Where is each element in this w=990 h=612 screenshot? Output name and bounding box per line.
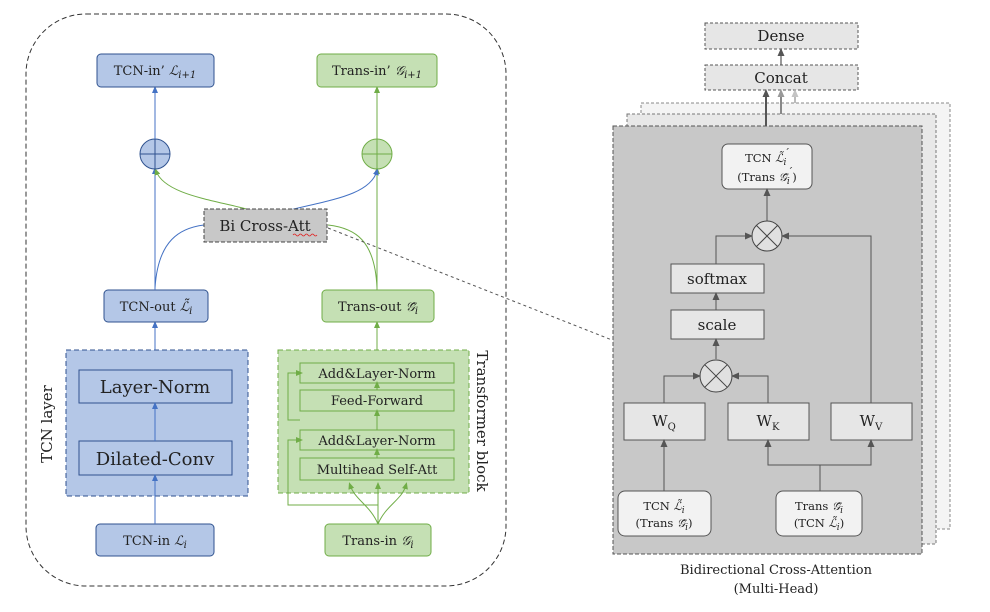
tcn-in-label: TCN-in ℒi (123, 534, 187, 551)
trans-in-label: Trans-in 𝒢i (342, 534, 413, 551)
trans-add-icon (361, 138, 393, 170)
left-panel-frame (25, 13, 507, 587)
input-left-line1: TCN ℒ̃i (643, 499, 684, 516)
qk-multiply-icon (699, 359, 733, 393)
arrow-bicross-to-trans-add (289, 168, 379, 211)
input-left-box (617, 490, 712, 537)
trans-out-label: Trans-out 𝒢̃i (338, 300, 418, 317)
concat-box (704, 64, 859, 91)
tcn-in-prime-label: TCN-in’ ℒi+1 (114, 64, 197, 81)
layer-norm-label: Layer-Norm (100, 377, 210, 398)
tcn-in-prime-box (96, 53, 215, 88)
zoom-connector-line (327, 227, 613, 341)
arrow-wv-to-mult (781, 232, 872, 403)
wq-box (623, 402, 706, 441)
attention-panel (612, 125, 923, 555)
link-tcn-out-to-bicross (154, 224, 205, 289)
arrow-trans-in-right (377, 482, 408, 525)
weighted-sum-multiply-icon (751, 220, 783, 252)
trans-in-box (324, 523, 432, 557)
caption-line2: (Multi-Head) (734, 582, 819, 597)
dense-box (704, 22, 859, 50)
wv-label: WV (860, 412, 883, 433)
feed-forward-label: Feed-Forward (331, 394, 423, 409)
layer-norm-box (78, 369, 233, 404)
add-layer-norm-top-label: Add&Layer-Norm (317, 367, 435, 382)
softmax-box (670, 263, 765, 294)
arrow-input-right-to-wk (764, 439, 821, 491)
multihead-self-att-label: Multihead Self-Att (317, 463, 438, 478)
attention-output-line1: TCN ℒ̃i′ (745, 146, 789, 168)
scale-box (670, 309, 765, 340)
dense-label: Dense (757, 27, 804, 45)
trans-in-prime-label: Trans-in’ 𝒢i+1 (332, 64, 422, 81)
tcn-out-box (103, 289, 209, 323)
caption-line1: Bidirectional Cross-Attention (680, 563, 873, 578)
trans-in-prime-box (316, 53, 438, 88)
concat-label: Concat (754, 69, 808, 87)
softmax-label: softmax (687, 270, 747, 288)
arrow-trans-in-left (348, 482, 379, 525)
tcn-add-icon (139, 138, 171, 170)
arrow-input-right-to-wv (820, 439, 875, 466)
arrow-wk-to-mult (731, 372, 769, 403)
scale-label: scale (698, 316, 737, 334)
add-layer-norm-bottom-label: Add&Layer-Norm (317, 434, 435, 449)
wv-box (830, 402, 913, 441)
tcn-out-label: TCN-out ℒ̃i (120, 298, 193, 317)
wk-label: WK (757, 412, 780, 433)
trans-out-box (321, 289, 435, 323)
input-right-box (775, 490, 863, 537)
wq-label: WQ (652, 412, 676, 433)
input-right-line1: Trans 𝒢̃i (795, 499, 843, 516)
dilated-conv-label: Dilated-Conv (96, 449, 215, 470)
bi-cross-att-label: Bi Cross-Att (219, 217, 310, 235)
transformer-block-label: Transformer block (473, 350, 491, 492)
arrow-bicross-to-tcn-add (154, 168, 251, 211)
bi-cross-att-box (203, 208, 328, 243)
attention-output-line2: (Trans 𝒢̃i′) (737, 165, 797, 187)
residual-arrow-top (287, 370, 303, 421)
tcn-layer-label: TCN layer (38, 384, 56, 462)
arrow-wq-to-mult (663, 372, 701, 403)
input-right-line2: (TCN ℒ̃i) (794, 516, 844, 533)
spellcheck-underline (292, 233, 318, 237)
wk-box (727, 402, 810, 441)
arrow-softmax-to-mult (715, 232, 753, 264)
link-trans-out-to-bicross (327, 224, 378, 289)
input-left-line2: (Trans 𝒢̃i) (635, 516, 692, 533)
